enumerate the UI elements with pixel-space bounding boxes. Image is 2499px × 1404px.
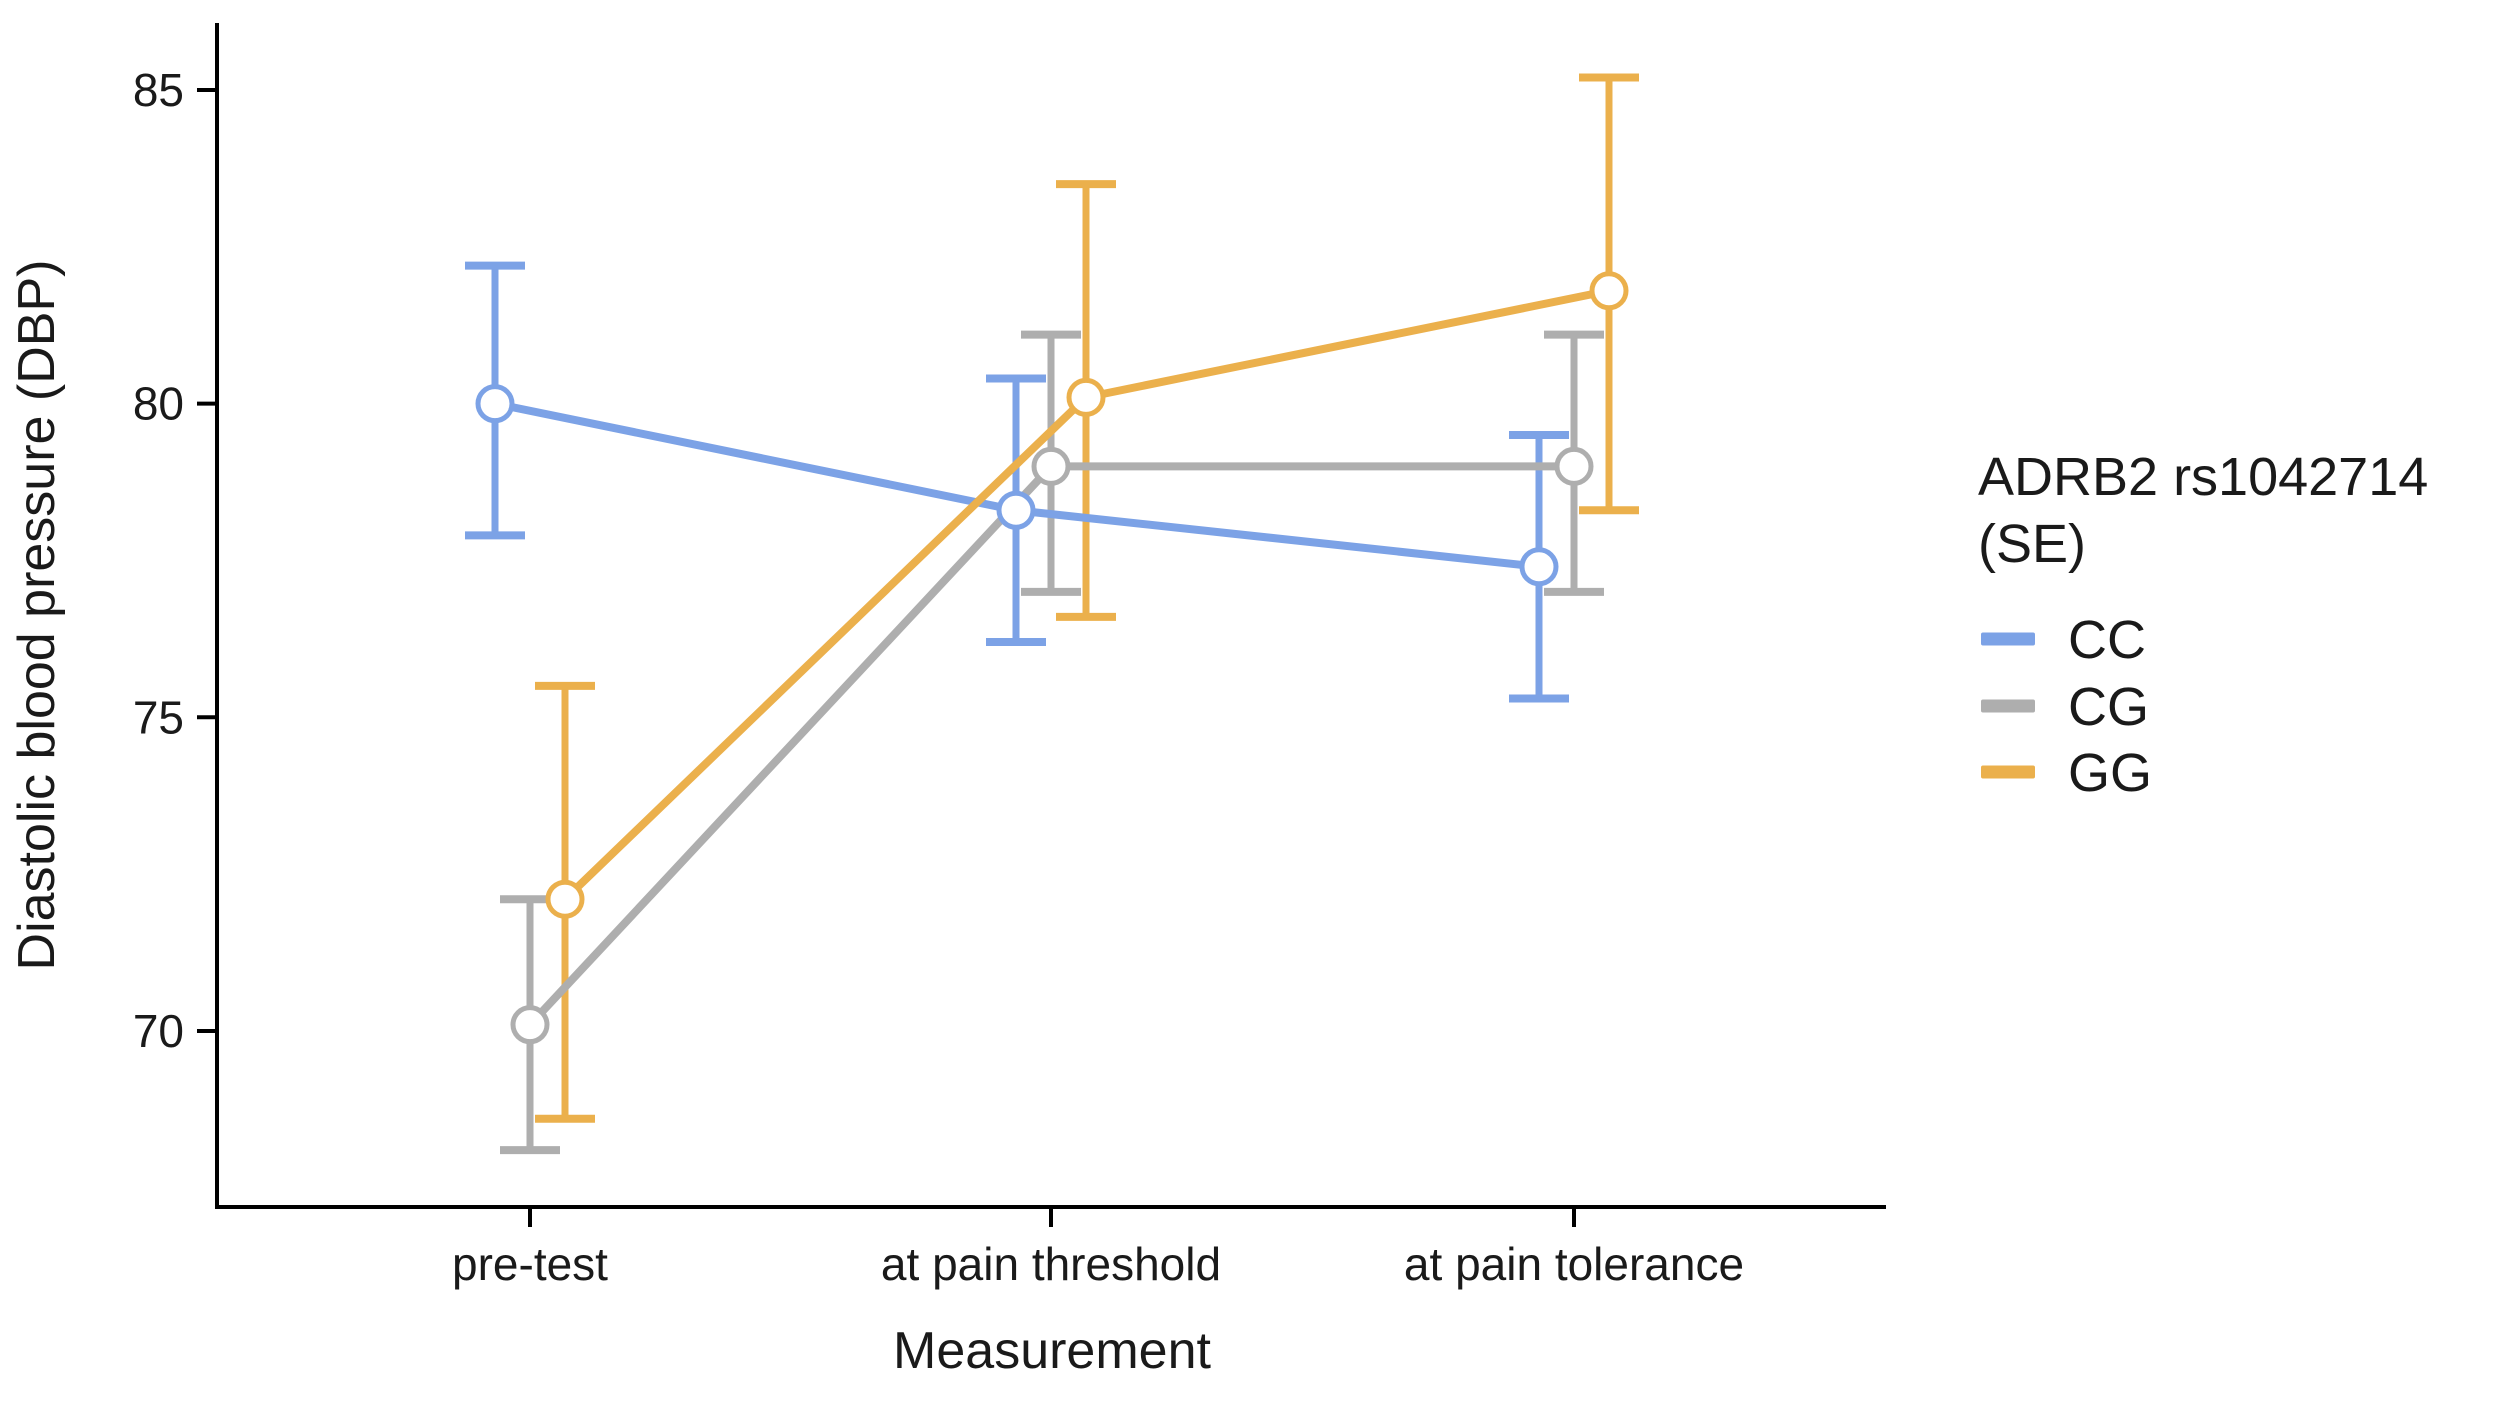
data-point-GG-at pain tolerance [1589,271,1629,311]
x-axis-title: Measurement [893,1322,1211,1380]
data-point-CC-pre-test [475,384,515,424]
legend-label-GG: GG [2068,743,2152,803]
x-tick-label-1: at pain threshold [881,1238,1221,1290]
data-point-CC-at pain tolerance [1519,547,1559,587]
y-tick-label-85: 85 [133,64,184,116]
legend-title-line2: (SE) [1978,514,2086,574]
legend-title-line1: ADRB2 rs1042714 [1978,447,2428,507]
x-tick-label-0: pre-test [452,1238,608,1290]
data-point-CG-at pain tolerance [1554,446,1594,486]
data-point-CC-at pain threshold [996,490,1036,530]
legend-item-GG: GG [1981,743,2152,803]
y-tick-label-80: 80 [133,378,184,430]
x-tick-label-2: at pain tolerance [1404,1238,1744,1290]
legend-item-CG: CG [1981,677,2149,737]
data-point-GG-at pain threshold [1066,377,1106,417]
legend-swatch-CG [1981,699,2035,713]
legend-item-CC: CC [1981,610,2146,670]
data-point-GG-pre-test [545,879,585,919]
data-point-CG-at pain threshold [1031,446,1071,486]
y-axis-title: Diastolic blood pressure (DBP) [8,260,66,971]
data-point-CG-pre-test [510,1005,550,1045]
legend-swatch-CC [1981,632,2035,646]
y-tick-label-75: 75 [133,691,184,743]
legend-swatch-GG [1981,765,2035,779]
y-tick-label-70: 70 [133,1005,184,1057]
legend-label-CC: CC [2068,610,2146,670]
legend-label-CG: CG [2068,677,2149,737]
